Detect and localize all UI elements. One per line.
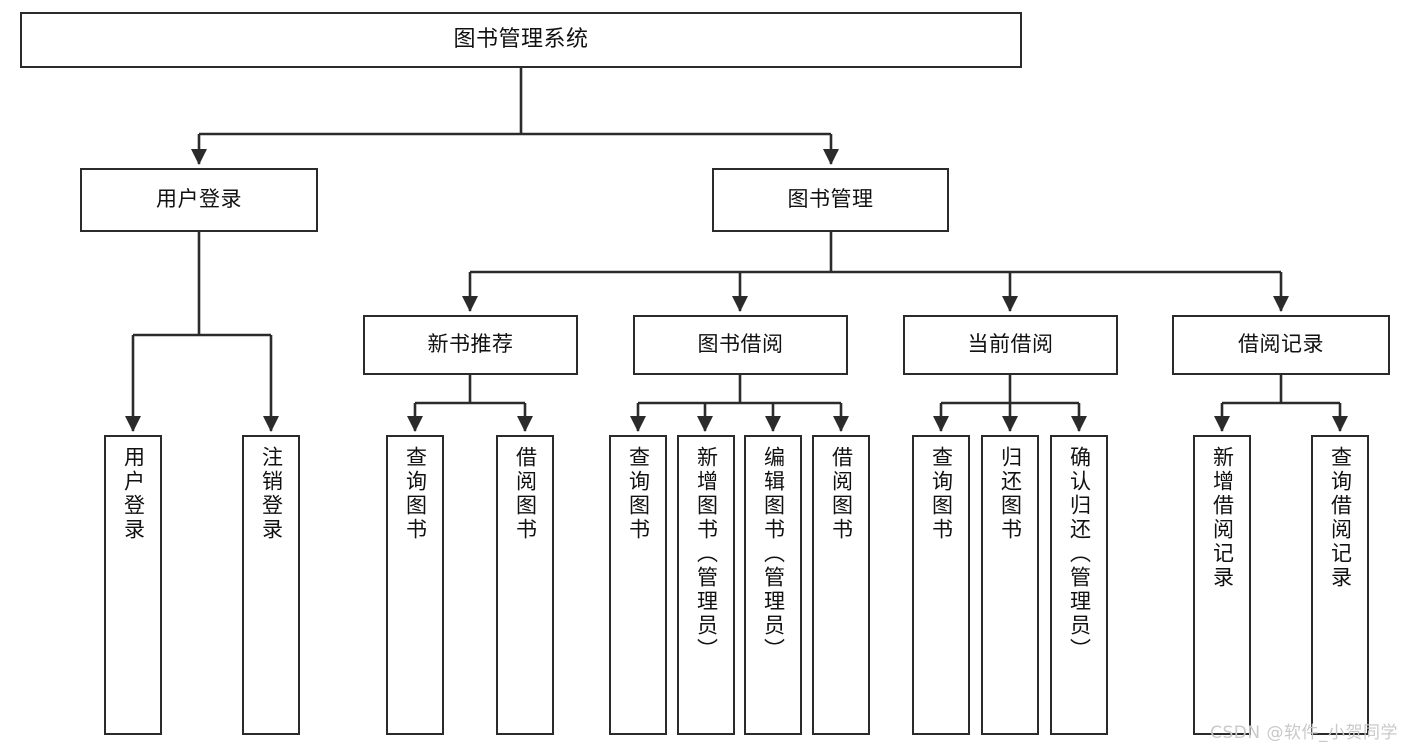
leaf-book-borrow-borrow[interactable]: 借阅图书 [812,435,870,735]
leaf-new-book-borrow[interactable]: 借阅图书 [496,435,554,735]
node-current-borrow[interactable]: 当前借阅 [903,315,1118,375]
node-book-management-label: 图书管理 [787,187,874,212]
leaf-label: 归还图书 [998,446,1023,542]
leaf-label: 注销登录 [259,446,284,542]
leaf-book-borrow-edit[interactable]: 编辑图书（管理员） [744,435,802,735]
leaf-new-book-query[interactable]: 查询图书 [386,435,444,735]
node-book-management[interactable]: 图书管理 [712,168,949,232]
node-new-book-recommend[interactable]: 新书推荐 [363,315,578,375]
csdn-watermark: CSDN @软件_小贺同学 [1210,723,1398,743]
leaf-label: 编辑图书（管理员） [761,446,786,662]
node-current-borrow-label: 当前借阅 [967,332,1054,357]
leaf-book-borrow-add[interactable]: 新增图书（管理员） [677,435,735,735]
leaf-current-borrow-return[interactable]: 归还图书 [981,435,1039,735]
node-borrow-record-label: 借阅记录 [1238,332,1324,357]
node-borrow-record[interactable]: 借阅记录 [1172,315,1390,375]
node-new-book-recommend-label: 新书推荐 [427,332,514,357]
leaf-user-login-logout[interactable]: 注销登录 [242,435,300,735]
leaf-current-borrow-query[interactable]: 查询图书 [912,435,970,735]
leaf-book-borrow-query[interactable]: 查询图书 [609,435,667,735]
leaf-label: 查询借阅记录 [1328,446,1353,590]
leaf-label: 用户登录 [121,446,146,542]
leaf-current-borrow-confirm-return[interactable]: 确认归还（管理员） [1050,435,1108,735]
leaf-user-login-login[interactable]: 用户登录 [104,435,162,735]
leaf-label: 新增借阅记录 [1210,446,1235,590]
node-book-borrow[interactable]: 图书借阅 [633,315,848,375]
node-root-system[interactable]: 图书管理系统 [20,12,1022,68]
node-user-login-label: 用户登录 [156,187,242,212]
node-root-label: 图书管理系统 [453,26,589,52]
leaf-label: 查询图书 [929,446,954,542]
leaf-label: 借阅图书 [829,446,854,542]
node-user-login[interactable]: 用户登录 [80,168,318,232]
leaf-label: 新增图书（管理员） [694,446,719,662]
node-book-borrow-label: 图书借阅 [697,332,784,357]
leaf-borrow-record-query[interactable]: 查询借阅记录 [1311,435,1369,735]
leaf-label: 确认归还（管理员） [1067,446,1092,662]
leaf-label: 查询图书 [626,446,651,542]
leaf-label: 查询图书 [403,446,428,542]
leaf-label: 借阅图书 [513,446,538,542]
leaf-borrow-record-add[interactable]: 新增借阅记录 [1193,435,1251,735]
